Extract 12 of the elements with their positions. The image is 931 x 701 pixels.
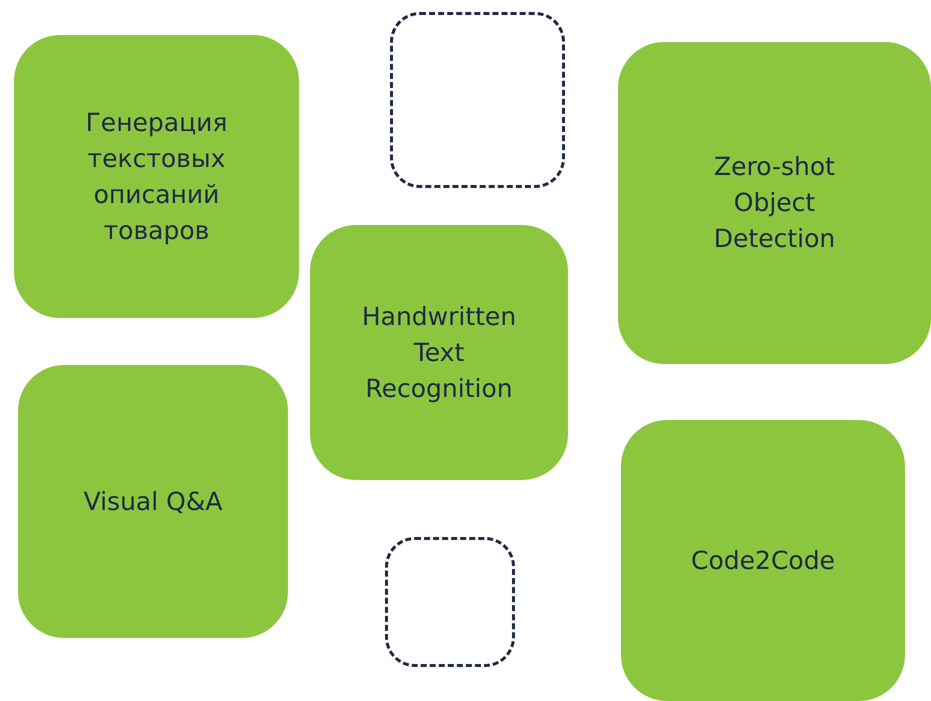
- dashed-box: [390, 12, 565, 188]
- rounded-box: [14, 35, 299, 318]
- box-label: Zero-shot Object Detection: [712, 151, 836, 255]
- box-label: Генерация текстовых описаний товаров: [84, 106, 228, 246]
- rounded-box: [310, 225, 568, 480]
- box-label: Visual Q&A: [82, 486, 224, 518]
- box-label: Code2Code: [690, 544, 836, 576]
- rounded-box: [621, 420, 905, 701]
- box-label: Handwritten Text Recognition: [360, 300, 518, 404]
- dashed-box: [385, 537, 515, 667]
- rounded-box: [618, 42, 931, 364]
- rounded-box: [18, 365, 288, 638]
